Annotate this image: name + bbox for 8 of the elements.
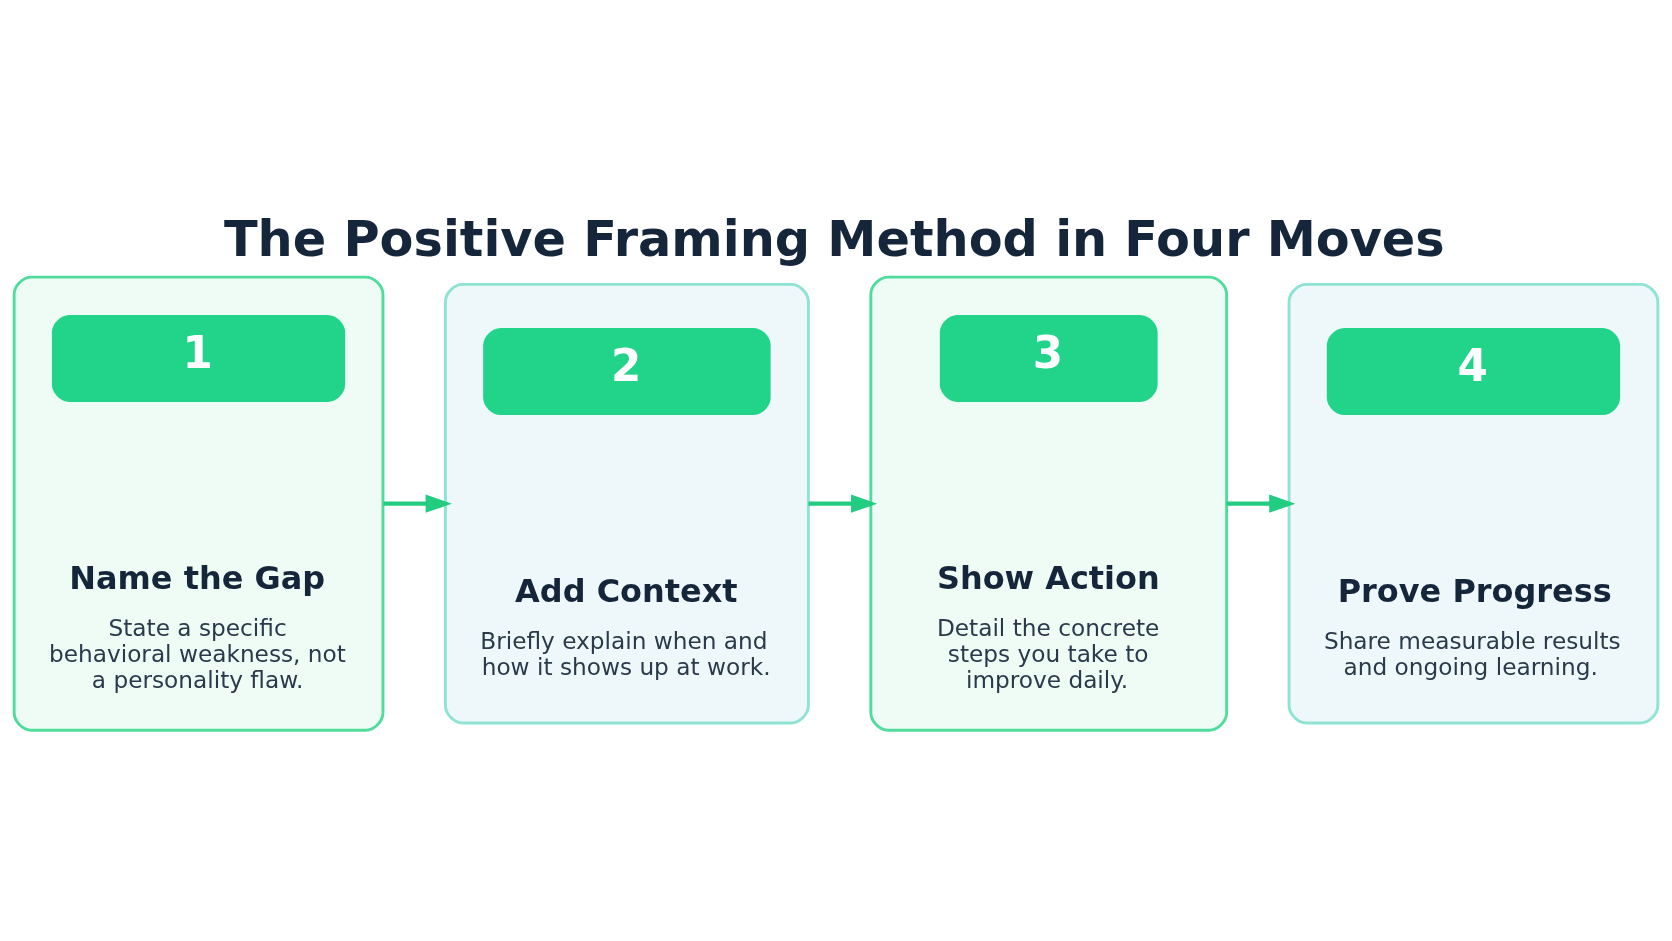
node-box: 2 Add Context Briefly explain when and how it shows up at work. — [443, 282, 810, 724]
arrow — [383, 494, 452, 513]
node-box: 1 Name the Gap State a specific behavioral weakness, not a personality flaw. — [12, 275, 385, 732]
node-box: 4 Prove Progress Share measurable results and ongoing learning. — [1287, 282, 1660, 724]
node-box: 3 Show Action Detail the concrete steps you take to improve daily. — [869, 275, 1229, 732]
arrow — [808, 494, 878, 513]
diagram-title: The Positive Framing Method in Four Moves — [223, 209, 1445, 268]
arrow — [1226, 494, 1296, 513]
